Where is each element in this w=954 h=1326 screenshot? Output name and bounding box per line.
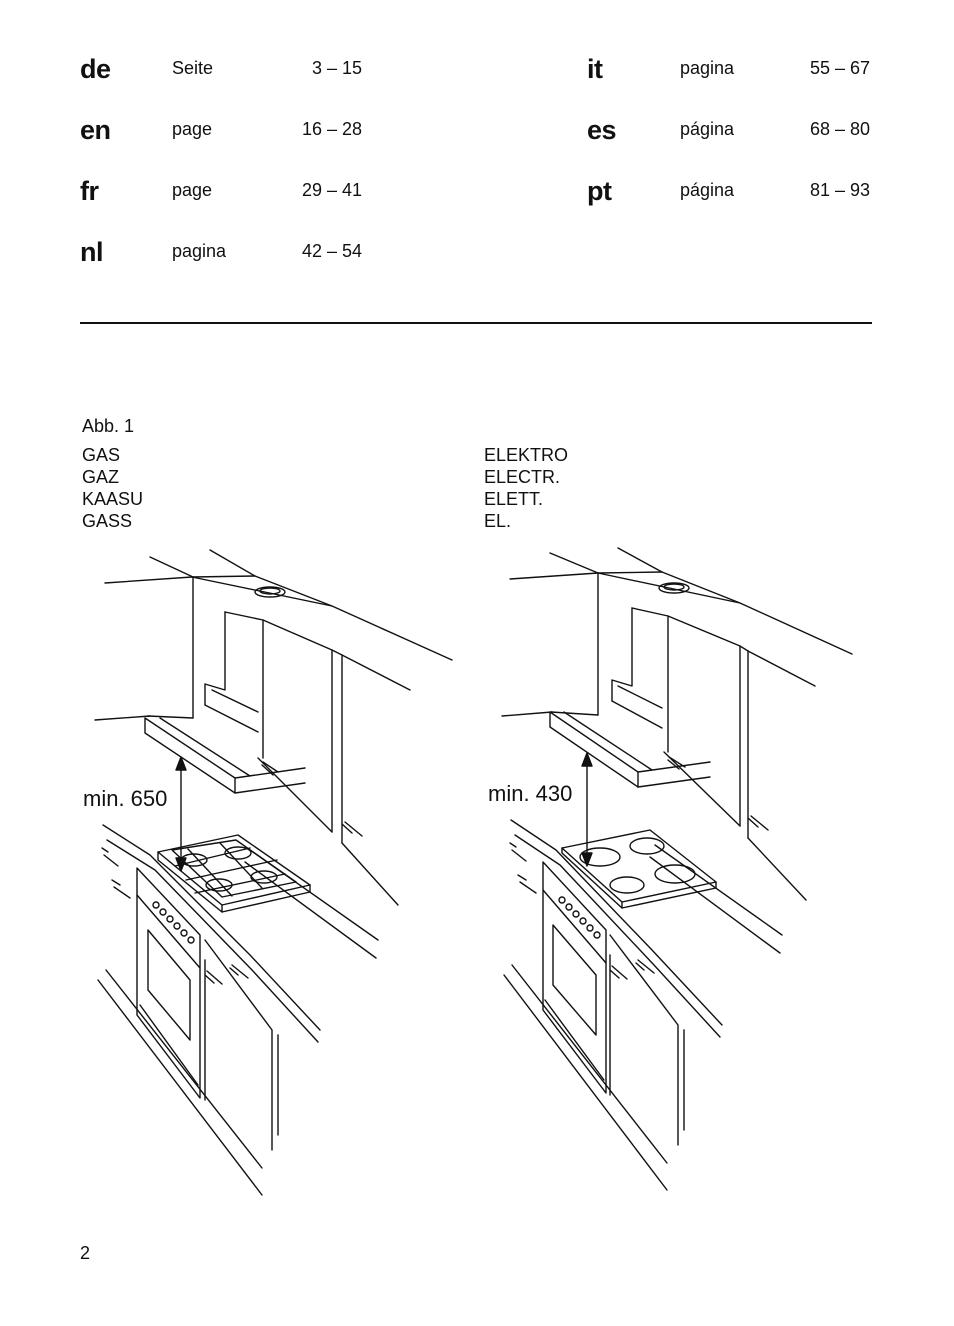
page-range: 42 – 54 xyxy=(301,241,362,261)
figure-label: Abb. 1 xyxy=(82,416,135,436)
page-word: Seite xyxy=(172,58,214,78)
gas-min-distance-label: min. 650 xyxy=(83,786,168,811)
gas-label: GASS xyxy=(82,511,133,531)
electric-min-distance-label: min. 430 xyxy=(488,781,573,806)
electric-label: EL. xyxy=(484,511,512,531)
electric-label-list: ELEKTRO ELECTR. ELETT. EL. xyxy=(484,444,568,532)
gas-label: GAZ xyxy=(82,467,120,487)
page-word: página xyxy=(680,180,735,200)
page-word: página xyxy=(680,119,735,139)
page-range: 29 – 41 xyxy=(301,180,362,200)
language-code: en xyxy=(80,115,111,145)
language-code: pt xyxy=(587,176,612,206)
language-code: nl xyxy=(80,237,104,267)
page-word: page xyxy=(172,119,213,139)
electric-label: ELECTR. xyxy=(484,467,561,487)
page-range: 81 – 93 xyxy=(809,180,870,200)
electric-label: ELETT. xyxy=(484,489,544,509)
language-code: es xyxy=(587,115,617,145)
gas-installation-illustration xyxy=(94,549,453,1196)
page-number: 2 xyxy=(80,1243,91,1263)
gas-label: KAASU xyxy=(82,489,144,509)
language-code: de xyxy=(80,54,111,84)
electric-installation-illustration xyxy=(501,547,853,1191)
language-code: fr xyxy=(80,176,99,206)
gas-label-list: GAS GAZ KAASU GASS xyxy=(82,444,143,532)
electric-label: ELEKTRO xyxy=(484,445,569,465)
language-code: it xyxy=(587,54,603,84)
page-range: 16 – 28 xyxy=(301,119,362,139)
page-range: 68 – 80 xyxy=(809,119,870,139)
section-divider xyxy=(80,322,872,324)
page-word: page xyxy=(172,180,213,200)
page-range: 3 – 15 xyxy=(311,58,362,78)
gas-label: GAS xyxy=(82,445,121,465)
page-range: 55 – 67 xyxy=(809,58,870,78)
page-word: pagina xyxy=(172,241,227,261)
page-word: pagina xyxy=(680,58,735,78)
